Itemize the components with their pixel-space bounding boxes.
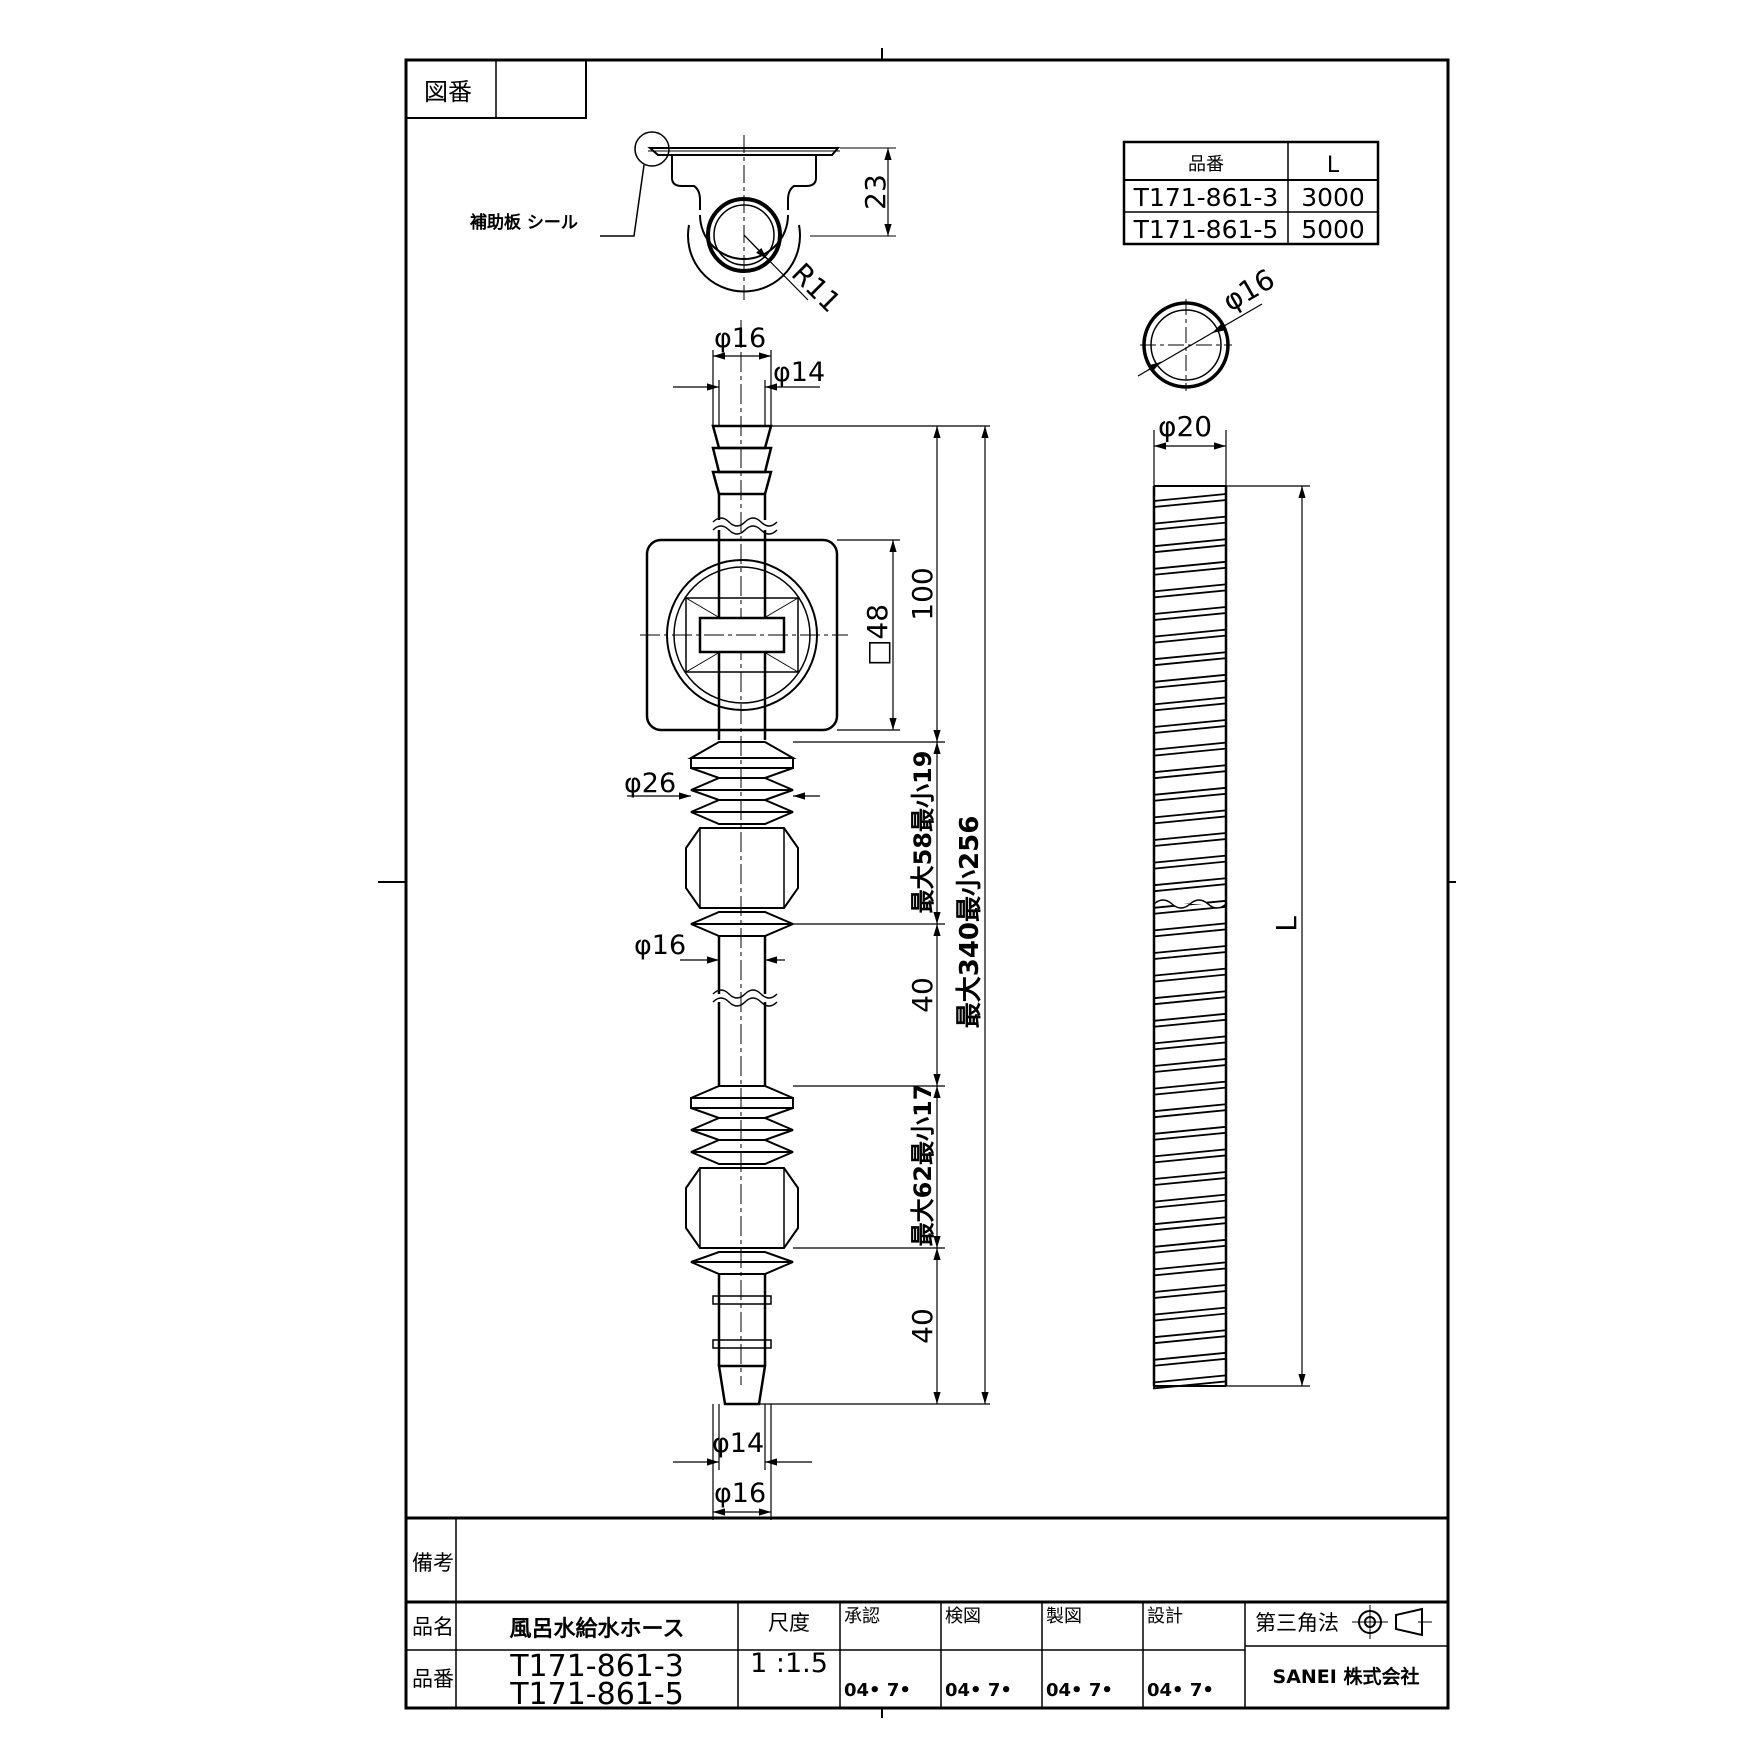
hose-rib [1153,493,1227,508]
dim-58-19: 最大58最小19 [909,751,937,914]
hose-rib [1153,1103,1227,1119]
dim-100: 100 [906,567,939,620]
dim-r11: R11 [785,257,847,319]
hose-dia20-label: φ20 [1158,410,1212,443]
part-number-label: 品番 [412,1667,454,1691]
hose-cross-section [1137,299,1263,391]
dim-dia16-top: φ16 [714,323,766,354]
hose-rib [1153,515,1227,531]
plate-seal-label: 補助板 シール [469,212,578,233]
hose-rib [1153,764,1227,780]
dim-dia16-mid: φ16 [634,930,686,961]
hose-rib [1153,854,1227,870]
hose-rib [1153,696,1227,712]
hose-rib [1153,990,1227,1006]
hose-rib [1153,1058,1227,1073]
draft-label: 製図 [1046,1606,1082,1627]
clip-top-view [600,131,896,301]
third-angle-projection-icon [1352,1605,1432,1639]
dim-dia14-bot: φ14 [712,1428,764,1459]
assembly-dimensions [627,350,990,1520]
hose-rib [1153,1306,1227,1322]
hose-rib [1153,877,1227,893]
title-block [406,1516,1448,1708]
product-name-label: 品名 [412,1615,454,1639]
company-name: SANEI 株式会社 [1273,1665,1420,1688]
corrugated-hose [1152,485,1228,1390]
hose-rib [1153,1284,1227,1299]
hose-dimensions [1153,430,1310,1387]
design-label: 設計 [1147,1606,1183,1627]
hose-rib [1153,673,1227,689]
check-date: 04• 7• [945,1680,1012,1701]
design-date: 04• 7• [1147,1680,1214,1701]
hose-rib [1153,741,1227,757]
approval-date: 04• 7• [844,1680,911,1701]
part-number-value: T171-861-5 [509,1677,684,1712]
hose-rib [1153,922,1227,938]
hose-rib [1153,1125,1227,1141]
hose-rib [1153,967,1227,983]
hose-dia16-label: φ16 [1217,262,1280,318]
hose-rib [1153,1216,1227,1232]
hose-rib [1153,1193,1227,1209]
hose-rib [1153,628,1227,644]
table-header-part: 品番 [1188,154,1224,175]
hose-rib [1153,538,1227,554]
dim-dia14-top: φ14 [773,357,825,388]
hose-rib [1153,1035,1227,1051]
scale-value: 1 :1.5 [750,1648,828,1679]
hose-rib [1153,1148,1227,1164]
projection-label: 第三角法 [1255,1611,1339,1635]
hose-rib [1153,606,1227,621]
table-row-length: 3000 [1301,183,1365,212]
part-length-table: 品番 L T171-861-3 3000 T171-861-5 5000 [1122,140,1380,246]
table-header-length: L [1327,153,1340,178]
drawing-number-label: 図番 [424,78,472,106]
hose-rib [1153,832,1227,847]
dim-dia26: φ26 [624,768,676,799]
hose-rib [1153,1238,1227,1254]
dim-sq48: □48 [861,604,894,666]
scale-label: 尺度 [768,1611,810,1635]
table-row-part: T171-861-5 [1133,215,1279,244]
hose-rib [1153,1080,1227,1096]
drawing-frame [404,58,1450,1710]
hose-rib [1153,719,1227,734]
hose-rib [1153,560,1227,576]
hose-length-label: L [1270,916,1303,932]
hose-rib [1153,1351,1227,1367]
check-label: 検図 [945,1606,981,1627]
dim-40-a: 40 [906,977,939,1013]
hose-fitting-assembly [640,320,848,1406]
hose-rib [1153,786,1227,802]
hose-rib [1153,583,1227,599]
hose-rib [1153,1171,1227,1186]
dim-dia16-bot: φ16 [714,1478,766,1509]
remarks-label: 備考 [412,1551,454,1575]
dim-40-b: 40 [906,1308,939,1344]
hose-rib [1153,1012,1227,1028]
part-number-value: T171-861-3 [509,1649,684,1684]
hose-rib [1153,1261,1227,1277]
hose-rib [1153,809,1227,825]
hose-rib [1153,1329,1227,1345]
approval-label: 承認 [844,1606,880,1627]
hose-rib [1153,945,1227,960]
draft-date: 04• 7• [1046,1680,1113,1701]
hose-break-mark [1153,899,1227,909]
dim-23: 23 [859,174,892,210]
dim-62-17: 最大62最小17 [909,1084,937,1247]
drawing-number-box: 図番 [405,59,587,119]
product-name-value: 風呂水給水ホース [510,1616,685,1642]
table-row-length: 5000 [1301,215,1365,244]
table-row-part: T171-861-3 [1133,183,1279,212]
dim-340-256: 最大340最小256 [955,816,985,1029]
hose-rib [1153,1374,1227,1390]
hose-rib [1153,651,1227,667]
